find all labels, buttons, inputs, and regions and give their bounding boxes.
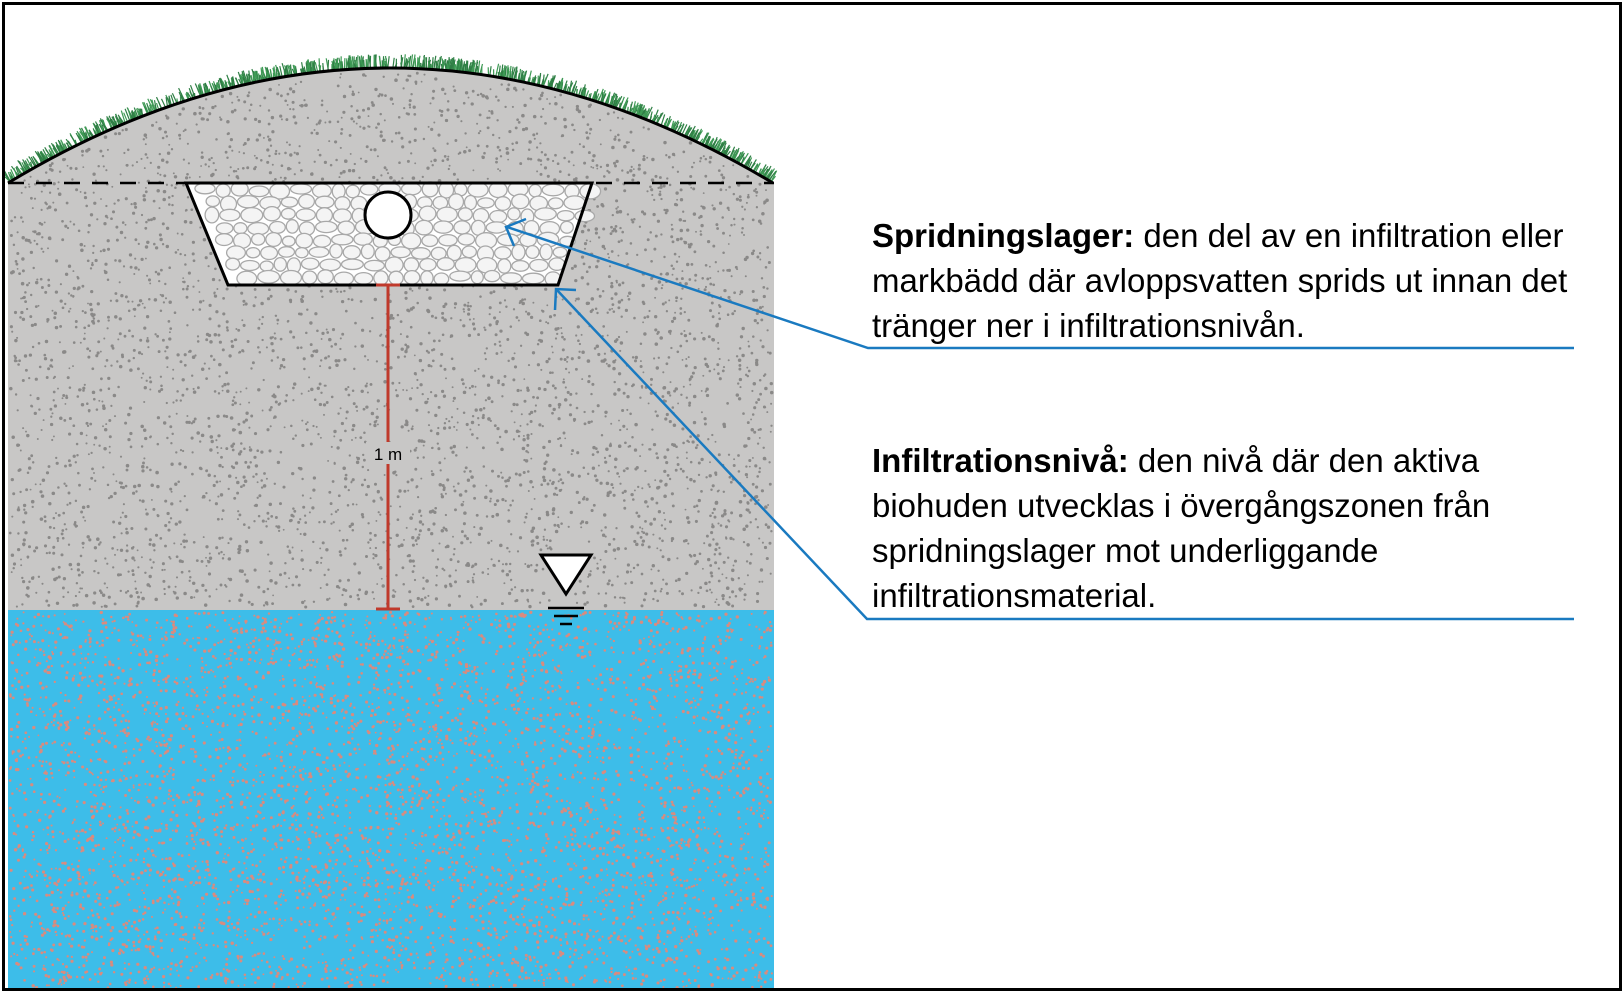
mound-outline xyxy=(7,66,774,185)
definition-infiltrationsniva: den nivå där den aktiva biohuden utveckl… xyxy=(872,442,1491,614)
callout-spridningslager: Spridningslager: den del av en infiltrat… xyxy=(872,213,1612,348)
groundwater-level-icon xyxy=(538,553,594,626)
term-spridningslager: Spridningslager: xyxy=(872,217,1135,254)
definition-spridningslager: den del av en infiltration eller markbäd… xyxy=(872,217,1568,344)
callout-infiltrationsniva: Infiltrationsnivå: den nivå där den akti… xyxy=(872,438,1612,618)
distance-label: 1 m xyxy=(374,445,402,464)
groundwater-texture xyxy=(8,610,774,988)
leader-line-infiltrationsniva xyxy=(553,287,1574,621)
soil-cross-section: 1 m xyxy=(5,54,1574,988)
distance-marker: 1 m xyxy=(366,283,410,611)
gravel-fill xyxy=(194,181,602,287)
term-infiltrationsniva: Infiltrationsnivå: xyxy=(872,442,1129,479)
distribution-pipe xyxy=(363,190,413,240)
leader-line-spridningslager xyxy=(504,217,1574,350)
grass-cover xyxy=(5,54,778,183)
